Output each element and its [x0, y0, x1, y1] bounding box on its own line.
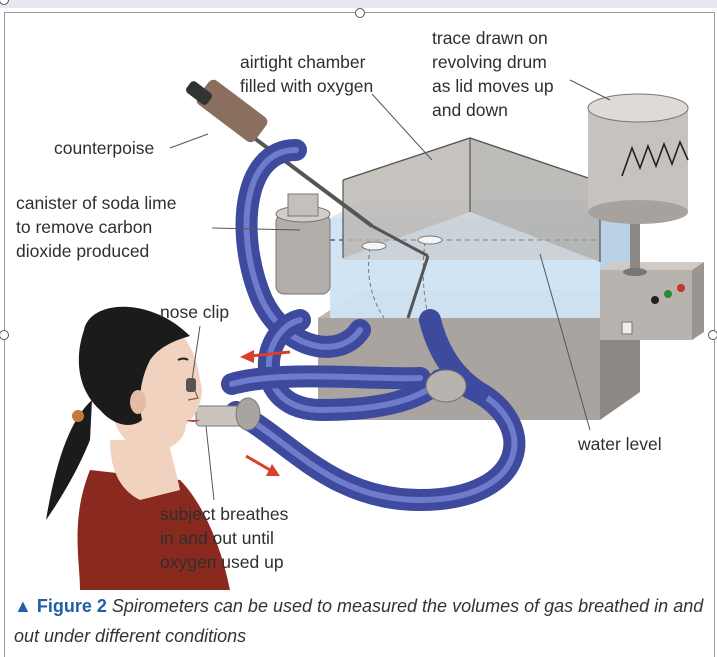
label-canister: canister of soda lime to remove carbon d…: [16, 193, 177, 261]
figure-caption: ▲ Figure 2 Spirometers can be used to me…: [14, 591, 704, 651]
breathing-tubes: [221, 139, 526, 512]
label-water-level: water level: [578, 434, 662, 454]
counterpoise-arm: [186, 79, 430, 319]
label-subject: subject breathes in and out until oxygen…: [160, 504, 289, 572]
window-top-strip: [0, 0, 717, 8]
leader-lines: [169, 79, 611, 501]
revolving-drum: [587, 93, 689, 224]
label-airtight-chamber: airtight chamber filled with oxygen: [240, 52, 374, 96]
triangle-icon: ▲: [14, 596, 32, 616]
subject-person: [46, 306, 230, 590]
flow-arrows: [240, 350, 291, 476]
label-counterpoise: counterpoise: [54, 138, 155, 158]
figure-number: ▲ Figure 2: [14, 596, 112, 616]
label-trace-drum: trace drawn on revolving drum as lid mov…: [432, 28, 554, 120]
resize-handle[interactable]: [708, 330, 717, 340]
soda-lime-canister: [275, 193, 331, 295]
label-nose-clip: nose clip: [160, 302, 230, 322]
mouthpiece: [195, 397, 261, 431]
kymograph-stand: [600, 210, 704, 340]
resize-handle[interactable]: [355, 8, 365, 18]
resize-handle[interactable]: [0, 330, 9, 340]
figure-label: Figure 2: [36, 596, 107, 616]
caption-text: Spirometers can be used to measured the …: [14, 596, 704, 646]
